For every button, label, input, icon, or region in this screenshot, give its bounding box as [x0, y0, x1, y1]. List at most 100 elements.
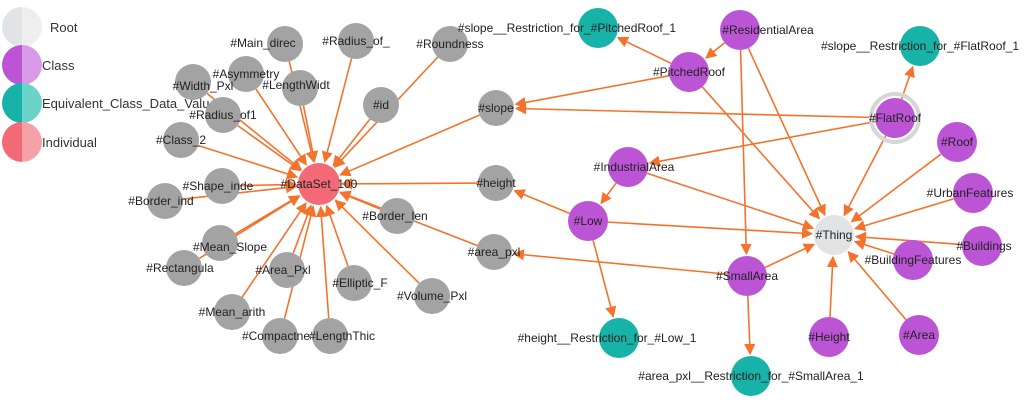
- legend-item-equivalent[interactable]: Equivalent_Class_Data_Values: [2, 83, 224, 123]
- node-shape_inde[interactable]: #Shape_inde: [183, 168, 254, 204]
- node-label-border_len: #Border_len: [362, 209, 427, 223]
- node-label-width_pxl: #Width_Pxl: [173, 79, 234, 93]
- node-label-thing: #Thing: [816, 228, 853, 242]
- node-slope[interactable]: #slope: [478, 90, 514, 126]
- node-circle-urbanfeatures: [953, 173, 993, 213]
- node-border_ind[interactable]: #Border_ind: [128, 183, 194, 219]
- legend-item-class[interactable]: Class: [2, 45, 75, 85]
- edge-residential-to-smallarea: [739, 49, 752, 256]
- node-id[interactable]: #id: [363, 87, 399, 123]
- node-compactne[interactable]: #Compactne: [242, 318, 310, 354]
- node-pitchedroof[interactable]: #PitchedRoof: [653, 52, 726, 92]
- node-circle-main_direc: [267, 26, 303, 62]
- legend-item-individual[interactable]: Individual: [2, 122, 97, 162]
- node-volume_pxl[interactable]: #Volume_Pxl: [397, 278, 467, 314]
- edge-class_2-to-dataset: [197, 144, 299, 180]
- node-label-residential: #ResidentialArea: [722, 23, 814, 37]
- node-lengththic[interactable]: #LengthThic: [309, 318, 375, 354]
- legend-item-root[interactable]: Root: [2, 7, 78, 47]
- node-thing[interactable]: #Thing: [814, 215, 854, 255]
- node-label-roundness: #Roundness: [416, 37, 483, 51]
- node-radius_of1[interactable]: #Radius_of1: [189, 97, 257, 133]
- node-label-low: #Low: [574, 214, 603, 228]
- node-height_r_low[interactable]: #height__Restriction_for_#Low_1: [518, 318, 697, 358]
- node-rectangula[interactable]: #Rectangula: [146, 250, 214, 286]
- node-label-area_r_small: #area_pxl__Restriction_for_#SmallArea_1: [638, 369, 864, 383]
- node-circle-width_pxl: [175, 64, 211, 100]
- edge-industrial-to-thing: [646, 172, 815, 231]
- edge-height-to-dataset: [340, 178, 479, 190]
- node-roundness[interactable]: #Roundness: [416, 26, 484, 62]
- node-radius_of_[interactable]: #Radius_of_: [322, 23, 390, 59]
- node-circle-slope_r_flat: [900, 26, 940, 66]
- node-circle-elliptic_f: [336, 265, 372, 301]
- edge-elliptic_f-to-dataset: [324, 204, 349, 267]
- node-area_r_small[interactable]: #area_pxl__Restriction_for_#SmallArea_1: [638, 356, 864, 396]
- node-low[interactable]: #Low: [568, 201, 608, 241]
- node-industrial[interactable]: #IndustrialArea: [594, 147, 675, 187]
- edge-residential-to-thing: [747, 47, 826, 217]
- node-asymmetry[interactable]: #Asymmetry: [213, 56, 280, 92]
- node-label-height: #height: [476, 176, 516, 190]
- node-label-slope_r_pitched: #slope__Restriction_for_#PitchedRoof_1: [458, 21, 676, 35]
- node-circle-height_r_low: [599, 318, 639, 358]
- node-label-mean_slope: #Mean_Slope: [193, 240, 267, 254]
- edge-radius_of_-to-dataset: [321, 58, 353, 163]
- node-label-id: #id: [373, 98, 389, 112]
- node-heightclass[interactable]: #Height: [808, 317, 850, 357]
- node-area_pxl_i[interactable]: #Area_Pxl: [255, 252, 311, 288]
- node-circle-class_2: [163, 122, 199, 158]
- node-buildings[interactable]: #Buildings: [956, 226, 1012, 266]
- node-circle-thing: [814, 215, 854, 255]
- edge-lengththic-to-dataset: [315, 205, 330, 319]
- node-label-urbanfeatures: #UrbanFeatures: [927, 186, 1014, 200]
- node-residential[interactable]: #ResidentialArea: [720, 10, 814, 50]
- node-circle-rectangula: [166, 250, 202, 286]
- node-label-asymmetry: #Asymmetry: [213, 67, 280, 81]
- node-mean_slope[interactable]: #Mean_Slope: [193, 225, 267, 261]
- edge-pitchedroof-to-thing: [701, 86, 821, 220]
- edge-low-to-height_r_low: [592, 240, 617, 318]
- node-label-dataset: #DataSet_100: [281, 177, 358, 191]
- edge-low-to-height: [513, 189, 570, 215]
- edge-pitchedroof-to-slope_r_pitched: [616, 36, 672, 65]
- node-flatroof[interactable]: #FlatRoof: [869, 92, 922, 144]
- node-dataset[interactable]: #DataSet_100: [281, 163, 358, 205]
- node-main_direc[interactable]: #Main_direc: [230, 26, 303, 62]
- node-label-radius_of1: #Radius_of1: [189, 108, 257, 122]
- node-label-elliptic_f: #Elliptic_F: [332, 276, 387, 290]
- node-circle-area_pxl_i: [269, 252, 305, 288]
- node-area_pxl[interactable]: #area_pxl: [468, 234, 521, 270]
- node-border_len[interactable]: #Border_len: [362, 198, 428, 234]
- node-circle-low: [568, 201, 608, 241]
- node-width_pxl[interactable]: #Width_Pxl: [173, 64, 234, 100]
- node-lengthwidt[interactable]: #LengthWidt: [262, 70, 330, 106]
- node-circle-roundness: [432, 26, 468, 62]
- node-urbanfeatures[interactable]: #UrbanFeatures: [927, 173, 1014, 213]
- node-height[interactable]: #height: [476, 165, 516, 201]
- node-smallarea[interactable]: #SmallArea: [716, 256, 778, 296]
- node-slope_r_pitched[interactable]: #slope__Restriction_for_#PitchedRoof_1: [458, 8, 676, 48]
- node-circle-border_len: [379, 198, 415, 234]
- edge-areaclass-to-thing: [847, 250, 907, 321]
- node-label-main_direc: #Main_direc: [230, 36, 295, 50]
- node-mean_arith[interactable]: #Mean_arith: [199, 294, 266, 330]
- node-circle-height: [478, 165, 514, 201]
- edge-slope-to-dataset: [339, 114, 480, 177]
- node-areaclass[interactable]: #Area: [899, 315, 939, 355]
- node-elliptic_f[interactable]: #Elliptic_F: [332, 265, 388, 301]
- node-label-area_pxl_i: #Area_Pxl: [255, 263, 310, 277]
- edge-industrial-to-low: [600, 182, 617, 205]
- node-buildingfeatures[interactable]: #BuildingFeatures: [865, 240, 962, 280]
- node-circle-id: [363, 87, 399, 123]
- node-roof[interactable]: #Roof: [937, 122, 977, 162]
- legend-label-root: Root: [50, 20, 78, 35]
- edge-asymmetry-to-dataset: [255, 88, 307, 166]
- node-circle-flatroof: [875, 98, 915, 138]
- node-circle-lengththic: [312, 318, 348, 354]
- edge-urbanfeatures-to-thing: [853, 198, 955, 232]
- edge-smallarea-to-area_pxl: [512, 249, 728, 275]
- node-label-slope_r_flat: #slope__Restriction_for_#FlatRoof_1: [821, 39, 1019, 53]
- node-slope_r_flat[interactable]: #slope__Restriction_for_#FlatRoof_1: [821, 26, 1019, 66]
- node-class_2[interactable]: #Class_2: [156, 122, 206, 158]
